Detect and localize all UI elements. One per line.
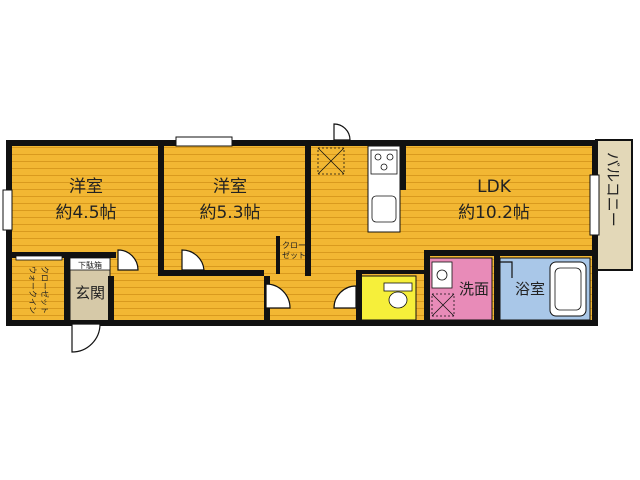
bathroom-name: 浴室 [515, 280, 545, 298]
fridge-space [317, 147, 345, 175]
wic-rail [15, 255, 63, 261]
washroom-name: 洗面 [459, 280, 489, 298]
shoe-box [69, 257, 111, 271]
wic-label-1: ウォークイン [28, 266, 37, 314]
wic-label-2: クローゼット [40, 266, 50, 314]
western2-name: 洋室 [213, 177, 247, 197]
bathtub-icon [549, 261, 587, 317]
kitchen-counter [367, 145, 401, 233]
washbasin-icon [431, 261, 453, 289]
toilet-icon [383, 282, 413, 309]
windows [2, 136, 600, 236]
balcony-name: バルコニー [604, 152, 622, 227]
entrance-text: 玄関 [75, 284, 105, 302]
sink-icon [371, 195, 397, 223]
interior-walls [12, 146, 596, 324]
doors [71, 123, 513, 353]
shoe-box-label: 下駄箱 [78, 260, 102, 270]
ldk-name: LDK [477, 177, 512, 197]
closet-label-2: ゼット [282, 250, 306, 260]
western2-size: 約5.3帖 [199, 203, 260, 223]
entrance-name: 玄関 [75, 284, 105, 302]
western1-name: 洋室 [69, 177, 103, 197]
ldk-size: 約10.2帖 [458, 203, 530, 223]
closet-label-1: クロー [282, 241, 306, 250]
western1-size: 約4.5帖 [55, 203, 116, 223]
washer-space [431, 293, 455, 317]
